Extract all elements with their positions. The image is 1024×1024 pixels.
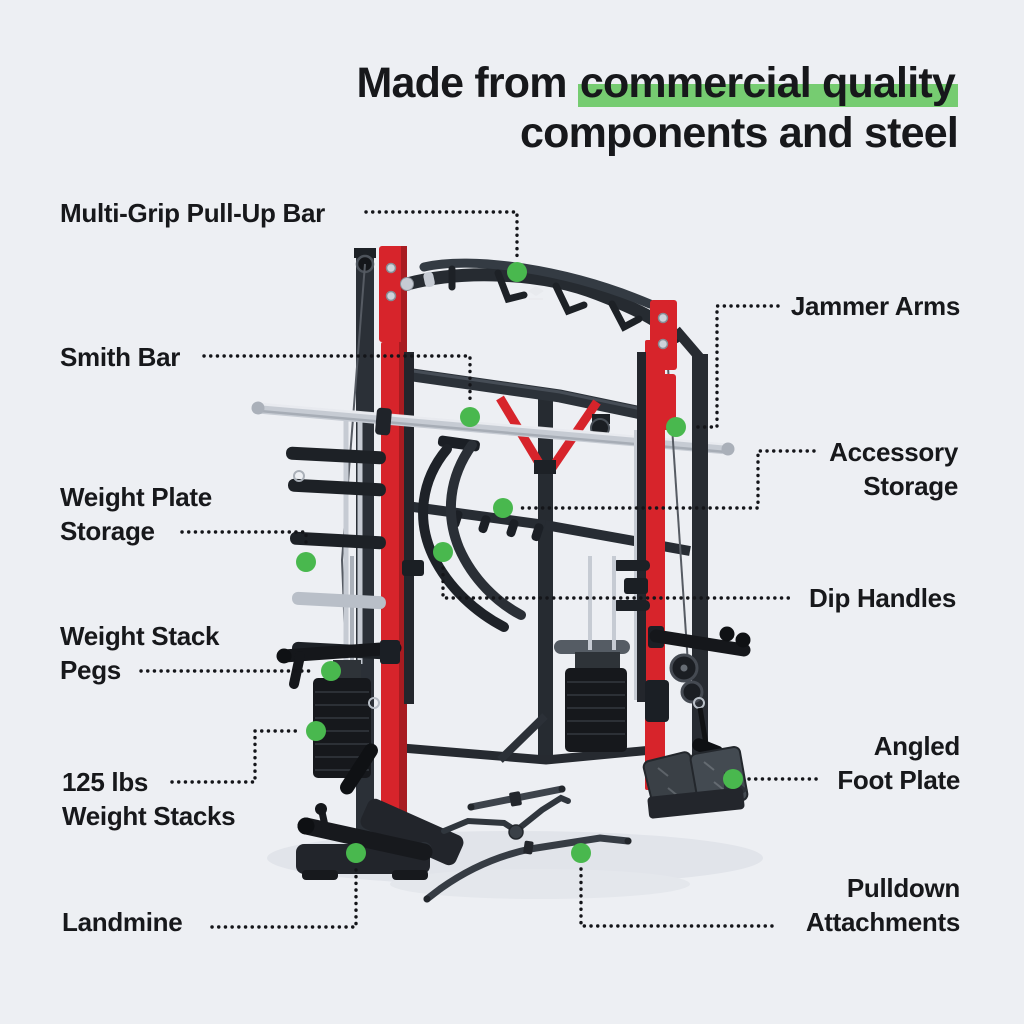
marker-weight-plate-storage [296, 552, 316, 572]
marker-dip-handles [433, 542, 453, 562]
label-text: 125 lbs [62, 767, 149, 797]
label-text: Dip Handles [809, 583, 956, 613]
jammer-arm-right [648, 626, 751, 657]
marker-125-weight-stacks [306, 721, 326, 741]
right-upright [612, 300, 708, 790]
brand-logo-mark [528, 286, 544, 300]
landmine [297, 803, 433, 861]
title-line-1: Made from commercial quality [356, 58, 958, 108]
marker-weight-stack-pegs [321, 661, 341, 681]
weight-stack-right [554, 556, 630, 752]
label-landmine: Landmine [62, 905, 183, 939]
label-text: Weight Stack [60, 621, 220, 651]
label-text: Storage [60, 516, 155, 546]
label-text: Storage [863, 471, 958, 501]
jammer-arm-left [276, 640, 402, 689]
marker-angled-foot-plate [723, 769, 743, 789]
leader-landmine [210, 867, 358, 929]
label-accessory-storage: Accessory Storage [829, 435, 958, 503]
weight-stack-left [313, 660, 380, 795]
label-text: Pulldown [846, 873, 960, 903]
leader-accessory-storage [517, 449, 816, 510]
title-plain: Made from [356, 59, 578, 107]
label-dip-handles: Dip Handles [809, 581, 956, 615]
leader-jammer-arms [690, 304, 780, 429]
marker-smith-bar [460, 407, 480, 427]
marker-accessory-storage [493, 498, 513, 518]
marker-pulldown-attachments [571, 843, 591, 863]
angled-foot-plates [642, 746, 749, 819]
label-angled-foot-plate: Angled Foot Plate [837, 729, 960, 797]
leader-lines [139, 210, 820, 929]
label-text: Smith Bar [60, 342, 181, 372]
point-markers [296, 262, 743, 863]
marker-pullup-bar [507, 262, 527, 282]
page-title: Made from commercial quality components … [356, 58, 959, 158]
label-125-weight-stacks: 125 lbs Weight Stacks [62, 765, 236, 833]
label-text: Pegs [60, 655, 121, 685]
leader-125-weight-stacks [170, 729, 302, 784]
label-jammer-arms: Jammer Arms [791, 289, 960, 323]
title-highlight: commercial quality [577, 59, 958, 107]
label-text: Accessory [829, 437, 958, 467]
label-text: Weight Plate [60, 482, 212, 512]
cable-pulley-right [669, 653, 724, 759]
marker-jammer-arms [666, 417, 686, 437]
leader-pullup-bar [364, 210, 519, 258]
leader-dip-handles [441, 566, 794, 600]
leader-pulldown-attachments [579, 867, 776, 928]
label-text: Angled [873, 731, 961, 761]
label-pullup-bar: Multi-Grip Pull-Up Bar [60, 196, 325, 230]
label-text: Jammer Arms [790, 291, 960, 321]
leader-weight-plate-storage [180, 530, 308, 548]
label-text: Landmine [62, 907, 183, 937]
label-weight-stack-pegs: Weight Stack Pegs [60, 619, 219, 687]
pull-up-bar [400, 258, 682, 344]
weight-plate-storage-pegs [286, 446, 386, 660]
title-line-2: components and steel [520, 109, 959, 157]
marker-landmine [346, 843, 366, 863]
label-weight-plate-storage: Weight Plate Storage [60, 480, 212, 548]
label-smith-bar: Smith Bar [60, 340, 180, 374]
pulldown-attachments [423, 785, 632, 903]
leader-smith-bar [202, 354, 472, 403]
label-text: Foot Plate [837, 765, 960, 795]
label-text: Weight Stacks [62, 801, 236, 831]
dip-handles [418, 435, 526, 632]
label-text: Multi-Grip Pull-Up Bar [60, 198, 325, 228]
label-pulldown-attachments: Pulldown Attachments [806, 871, 960, 939]
label-text: Attachments [805, 907, 960, 937]
